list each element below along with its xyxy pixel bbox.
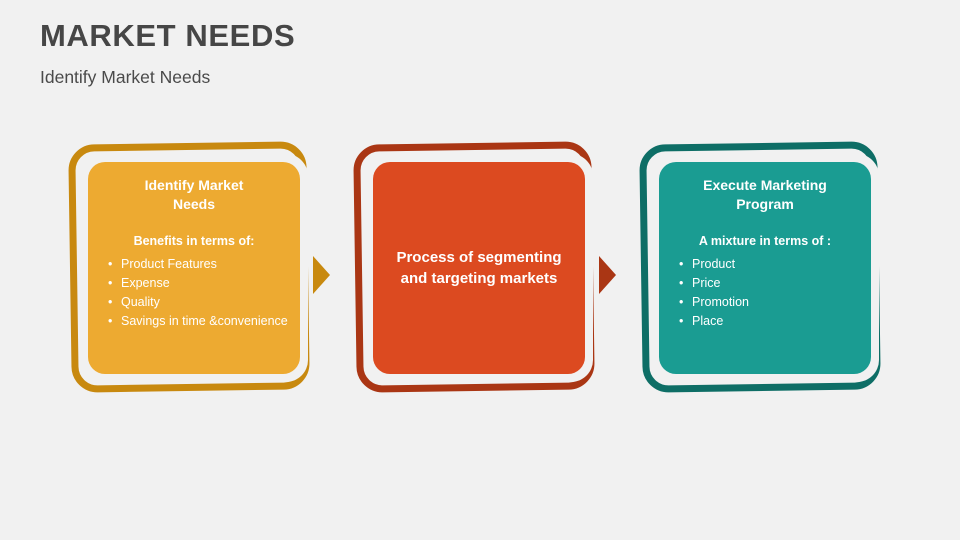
list-item-label: Expense bbox=[121, 276, 170, 291]
bullet-marker-icon: • bbox=[108, 257, 113, 272]
step-bullet-list: • Product Features • Expense • Quality • Sav… bbox=[94, 255, 294, 331]
bullet-marker-icon: • bbox=[108, 295, 113, 310]
bullet-marker-icon: • bbox=[679, 295, 684, 310]
bullet-marker-icon: • bbox=[108, 276, 113, 291]
list-item: • Promotion bbox=[679, 293, 865, 312]
connector-2 bbox=[599, 256, 616, 294]
list-item: • Product bbox=[679, 255, 865, 274]
list-item: • Quality bbox=[108, 293, 294, 312]
step-body: Process of segmenting and targeting mark… bbox=[396, 248, 562, 287]
step-lead: Benefits in terms of: bbox=[133, 233, 255, 248]
connector-1 bbox=[313, 256, 330, 294]
chevron-right-icon bbox=[313, 256, 330, 294]
step-lead: A mixture in terms of : bbox=[698, 233, 832, 248]
list-item-label: Savings in time &convenience bbox=[121, 314, 288, 329]
list-item: • Place bbox=[679, 312, 865, 331]
bullet-marker-icon: • bbox=[679, 257, 684, 272]
bullet-marker-icon: • bbox=[108, 314, 113, 329]
list-item-label: Product bbox=[692, 257, 736, 272]
list-item-label: Price bbox=[692, 276, 721, 291]
bullet-marker-icon: • bbox=[679, 314, 684, 329]
step-bullet-list: • Product • Price • Promotion • Place bbox=[665, 255, 865, 331]
process-step-process-of-segmenting[interactable]: Process of segmenting and targeting mark… bbox=[347, 130, 607, 410]
list-item: • Expense bbox=[108, 274, 294, 293]
list-item-label: Quality bbox=[121, 295, 160, 310]
page-title: MARKET NEEDS bbox=[40, 18, 296, 53]
list-item: • Price bbox=[679, 274, 865, 293]
list-item-label: Promotion bbox=[692, 295, 749, 310]
slide-header: MARKET NEEDS Identify Market Needs bbox=[40, 18, 900, 88]
list-item: • Product Features bbox=[108, 255, 294, 274]
page-subtitle: Identify Market Needs bbox=[40, 66, 211, 87]
list-item-label: Place bbox=[692, 314, 724, 329]
bullet-marker-icon: • bbox=[679, 276, 684, 291]
step-tile: Process of segmenting and targeting mark… bbox=[373, 162, 585, 374]
list-item-label: Product Features bbox=[121, 257, 217, 272]
list-item: • Savings in time &convenience bbox=[108, 312, 294, 331]
chevron-right-icon bbox=[599, 256, 616, 294]
